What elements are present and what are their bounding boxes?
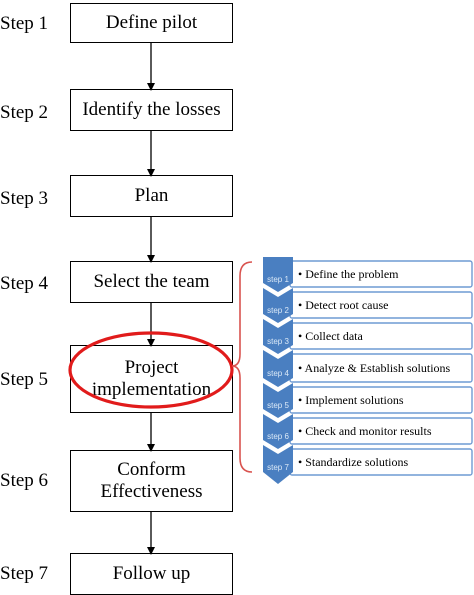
step-4-label: Step 4 [0, 273, 49, 294]
sub-step-6-chevron [263, 414, 293, 449]
step-3-label: Step 3 [0, 188, 49, 209]
sub-step-3-chevron-label: step 3 [267, 337, 289, 346]
sub-step-4-text: • Analyze & Establish solutions [298, 361, 451, 375]
sub-step-5-chevron [263, 383, 293, 418]
sub-step-3-text: • Collect data [298, 329, 364, 343]
step-4-box: Select the team [70, 261, 233, 303]
highlight-ellipse [68, 331, 234, 409]
curly-bracket [231, 261, 253, 473]
sub-steps: step 1 • Define the problem step 2 • Det… [263, 257, 473, 484]
step-5-box: Project implementation [70, 345, 233, 413]
step-3-box-text: Plan [134, 185, 169, 206]
sub-step-2-chevron-label: step 2 [267, 306, 289, 315]
step-5-box-line-1: Project [124, 357, 179, 378]
step-4-box-text: Select the team [93, 271, 210, 292]
sub-step-7-chevron-label: step 7 [267, 463, 289, 472]
step-7-label: Step 7 [0, 563, 49, 584]
step-7-box: Follow up [70, 553, 233, 595]
sub-step-6-text: • Check and monitor results [298, 424, 432, 438]
sub-step-1-text: • Define the problem [298, 267, 399, 281]
step-6-box-line-2: Effectiveness [100, 481, 203, 502]
step-2-label: Step 2 [0, 102, 49, 123]
sub-step-6-chevron-label: step 6 [267, 432, 289, 441]
step-6-label: Step 6 [0, 470, 49, 491]
step-1-box-text: Define pilot [105, 12, 198, 33]
sub-step-5-text: • Implement solutions [298, 393, 404, 407]
step-1-label: Step 1 [0, 13, 49, 34]
sub-step-4-chevron [263, 350, 293, 387]
sub-step-7-chevron [263, 445, 293, 484]
sub-step-5-chevron-label: step 5 [267, 401, 289, 410]
sub-step-3-chevron [263, 319, 293, 354]
step-1-box: Define pilot [70, 3, 233, 43]
step-6-box-line-1: Conform [117, 459, 186, 480]
sub-step-4-chevron-label: step 4 [267, 369, 289, 378]
sub-step-1-chevron [263, 257, 293, 292]
step-7-box-text: Follow up [112, 563, 191, 584]
sub-step-7-text: • Standardize solutions [298, 455, 409, 469]
sub-step-2-text: • Detect root cause [298, 298, 389, 312]
step-5-label: Step 5 [0, 369, 49, 390]
sub-step-2-chevron [263, 288, 293, 323]
sub-step-1-chevron-label: step 1 [267, 275, 289, 284]
step-5-box-line-2: implementation [91, 379, 212, 400]
step-2-box-text: Identify the losses [82, 99, 221, 120]
